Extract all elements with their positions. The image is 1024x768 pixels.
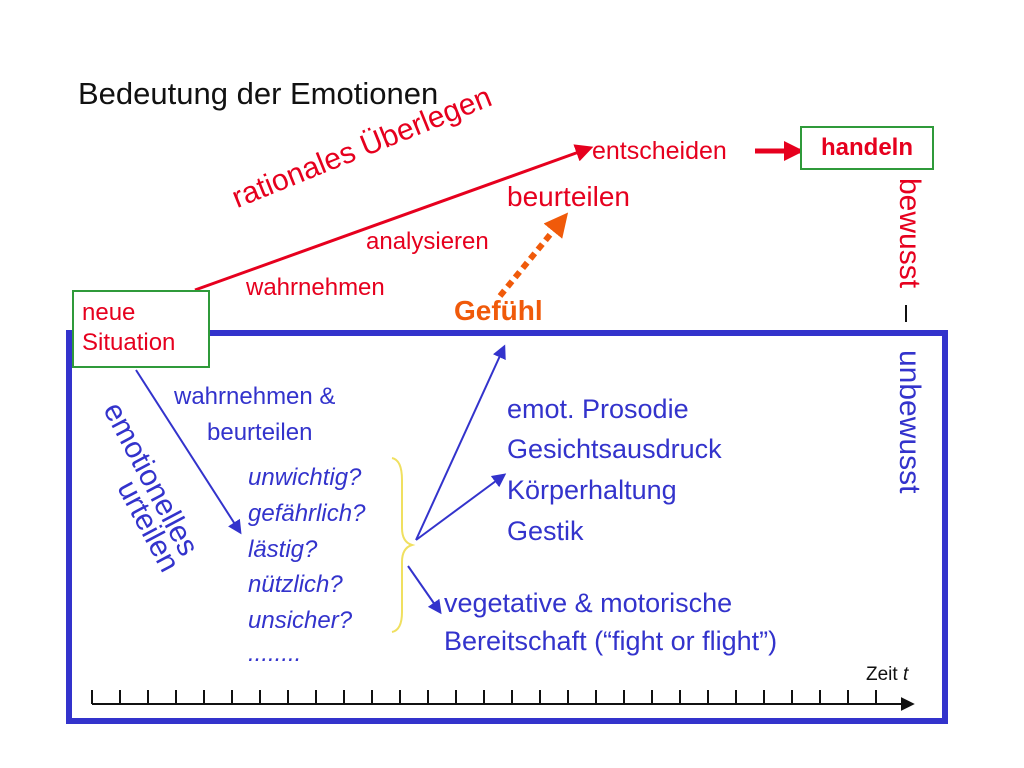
timeline-axis [91,690,915,711]
action-label: handeln [820,134,913,161]
readiness-line-2: Bereitschaft (“fight or flight”) [444,626,778,656]
rational-arrow [194,144,594,292]
unconscious-frame [66,330,948,724]
feeling-label: Gefühl [454,295,543,326]
perceive-label-2: beurteilen [207,419,313,446]
situation-box: neue Situation [72,290,210,368]
timeline-variable: t [902,664,909,685]
question-item: gefährlich? [248,500,366,527]
page-title: Bedeutung der Emotionen [78,76,439,111]
unconscious-label: unbewusst [893,350,926,494]
situation-line-1: neue [82,299,136,326]
step-analysieren: analysieren [366,228,489,255]
expression-item: Gesichtsausdruck [507,434,722,464]
timeline-label-text: Zeit [866,664,898,685]
step-wahrnehmen: wahrnehmen [246,274,385,301]
to-feeling-arrow [415,344,506,541]
situation-line-2: Situation [82,329,176,356]
perceive-label-1: wahrnehmen & [174,383,336,410]
expression-item: Körperhaltung [507,475,677,505]
question-item: unsicher? [248,607,353,634]
question-item: lästig? [248,536,318,563]
to-expressions-arrow [415,473,507,541]
perceive-arrow [135,369,242,535]
expression-item: emot. Prosodie [507,394,689,424]
step-beurteilen: beurteilen [507,181,630,212]
timeline-label: Zeit t [866,665,908,684]
feeling-arrow [497,212,569,298]
question-item: nützlich? [248,571,343,598]
to-readiness-arrow [407,565,442,615]
readiness-line-1: vegetative & motorische [444,588,733,618]
action-box: handeln [800,126,934,170]
questions-brace [391,457,416,633]
question-item: ........ [248,640,302,667]
step-entscheiden: entscheiden [592,137,727,165]
question-item: unwichtig? [248,464,362,491]
expression-item: Gestik [507,516,584,546]
conscious-label: bewusst [893,178,926,289]
